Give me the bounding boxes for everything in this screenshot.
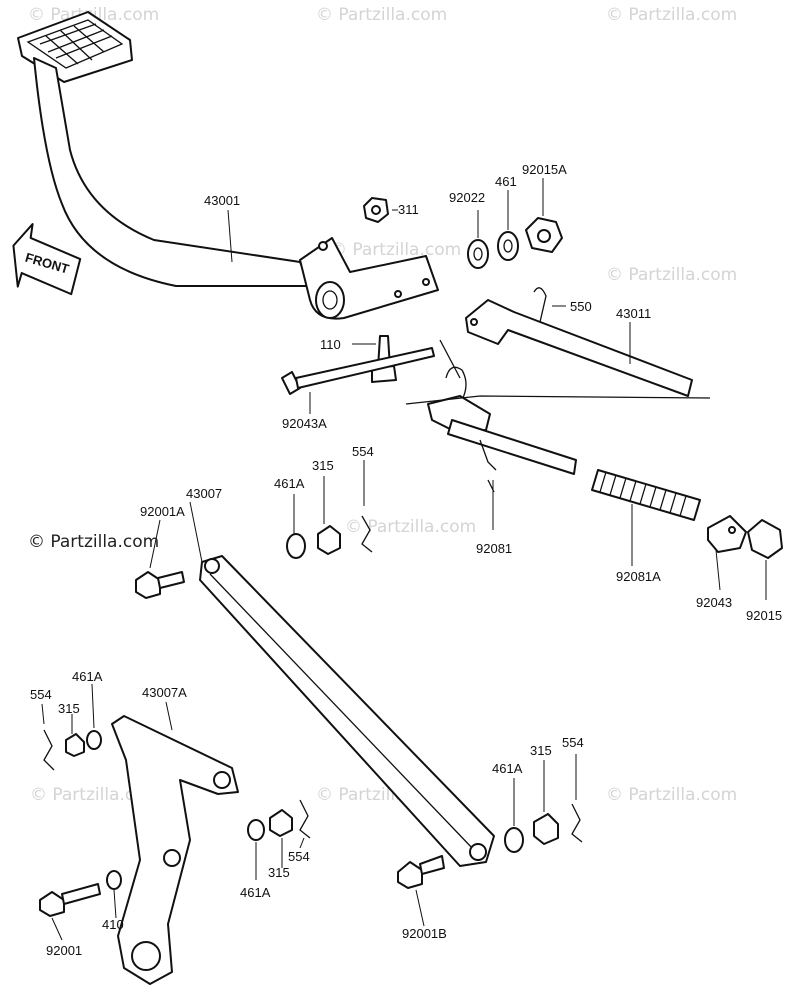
label-315-left: 315 xyxy=(58,701,80,716)
label-461A-mid: 461A xyxy=(274,476,305,491)
nut-315-left xyxy=(65,733,85,757)
spring-92081 xyxy=(405,339,711,493)
bolt-92043A xyxy=(281,347,435,395)
pin-554-left xyxy=(43,729,55,771)
label-410: 410 xyxy=(102,917,124,932)
label-554-lowmid: 554 xyxy=(288,849,310,864)
pin-554-right xyxy=(571,803,583,843)
washer-461A-mid xyxy=(286,533,306,559)
label-315-lowmid: 315 xyxy=(268,865,290,880)
label-92001A: 92001A xyxy=(140,504,185,519)
label-92043A: 92043A xyxy=(282,416,327,431)
washer-461 xyxy=(497,231,519,261)
front-arrow: FRONT xyxy=(12,223,82,296)
label-92015: 92015 xyxy=(746,608,782,623)
label-461A-left: 461A xyxy=(72,669,103,684)
label-92015A: 92015A xyxy=(522,162,567,177)
nut-315-lowmid xyxy=(269,809,293,837)
label-43001: 43001 xyxy=(204,193,240,208)
washer-410 xyxy=(106,870,122,890)
label-461A-right: 461A xyxy=(492,761,523,776)
label-554-mid: 554 xyxy=(352,444,374,459)
label-92081: 92081 xyxy=(476,541,512,556)
pin-554-lowmid xyxy=(299,799,311,839)
cotter-pin-550 xyxy=(533,287,547,323)
link-43007 xyxy=(199,555,495,867)
label-92022: 92022 xyxy=(449,190,485,205)
watermark: © Partzilla.com xyxy=(606,785,737,805)
label-92001B: 92001B xyxy=(402,926,447,941)
watermark: © Partzilla.com xyxy=(606,265,737,285)
watermark: © Partzilla.com xyxy=(316,5,447,25)
arm-43007A xyxy=(111,715,239,985)
rod-43011 xyxy=(465,299,693,397)
part-labels: 43001 311 92022 461 92015A 550 43011 110… xyxy=(30,162,782,958)
bolt-92001A xyxy=(135,571,185,599)
spring-92081A xyxy=(591,469,701,521)
nut-315-right xyxy=(533,813,559,845)
label-461A-lowmid: 461A xyxy=(240,885,271,900)
label-43007A: 43007A xyxy=(142,685,187,700)
washer-92022 xyxy=(467,239,489,269)
watermark: © Partzilla.com xyxy=(30,785,161,805)
nut-311 xyxy=(363,197,389,223)
bolt-92001 xyxy=(39,883,101,917)
nut-315-mid xyxy=(317,525,341,555)
watermarks: © Partzilla.com © Partzilla.com © Partzi… xyxy=(28,5,737,805)
watermark: © Partzilla.com xyxy=(330,240,461,260)
label-110: 110 xyxy=(320,337,341,352)
nut-92015 xyxy=(747,519,783,559)
label-311: 311 xyxy=(398,202,419,217)
label-315-right: 315 xyxy=(530,743,552,758)
washer-461A-left xyxy=(86,730,102,750)
label-315-mid: 315 xyxy=(312,458,334,473)
watermark: © Partzilla.com xyxy=(345,517,476,537)
label-461-top: 461 xyxy=(495,174,517,189)
nut-92015A xyxy=(525,217,563,253)
label-92043: 92043 xyxy=(696,595,732,610)
bolt-92001B xyxy=(397,855,445,889)
leader-lines xyxy=(41,178,767,941)
brake-pedal-43001 xyxy=(17,11,439,320)
label-43007: 43007 xyxy=(186,486,222,501)
label-554-right: 554 xyxy=(562,735,584,750)
watermark-dark: © Partzilla.com xyxy=(28,532,159,552)
collar-92043 xyxy=(707,515,747,553)
label-43011: 43011 xyxy=(616,306,651,321)
pin-554-mid xyxy=(361,515,373,553)
washer-461A-lowmid xyxy=(247,819,265,841)
label-554-left: 554 xyxy=(30,687,52,702)
watermark: © Partzilla.com xyxy=(606,5,737,25)
label-550: 550 xyxy=(570,299,592,314)
label-92081A: 92081A xyxy=(616,569,661,584)
washer-461A-right xyxy=(504,827,524,853)
label-92001: 92001 xyxy=(46,943,82,958)
